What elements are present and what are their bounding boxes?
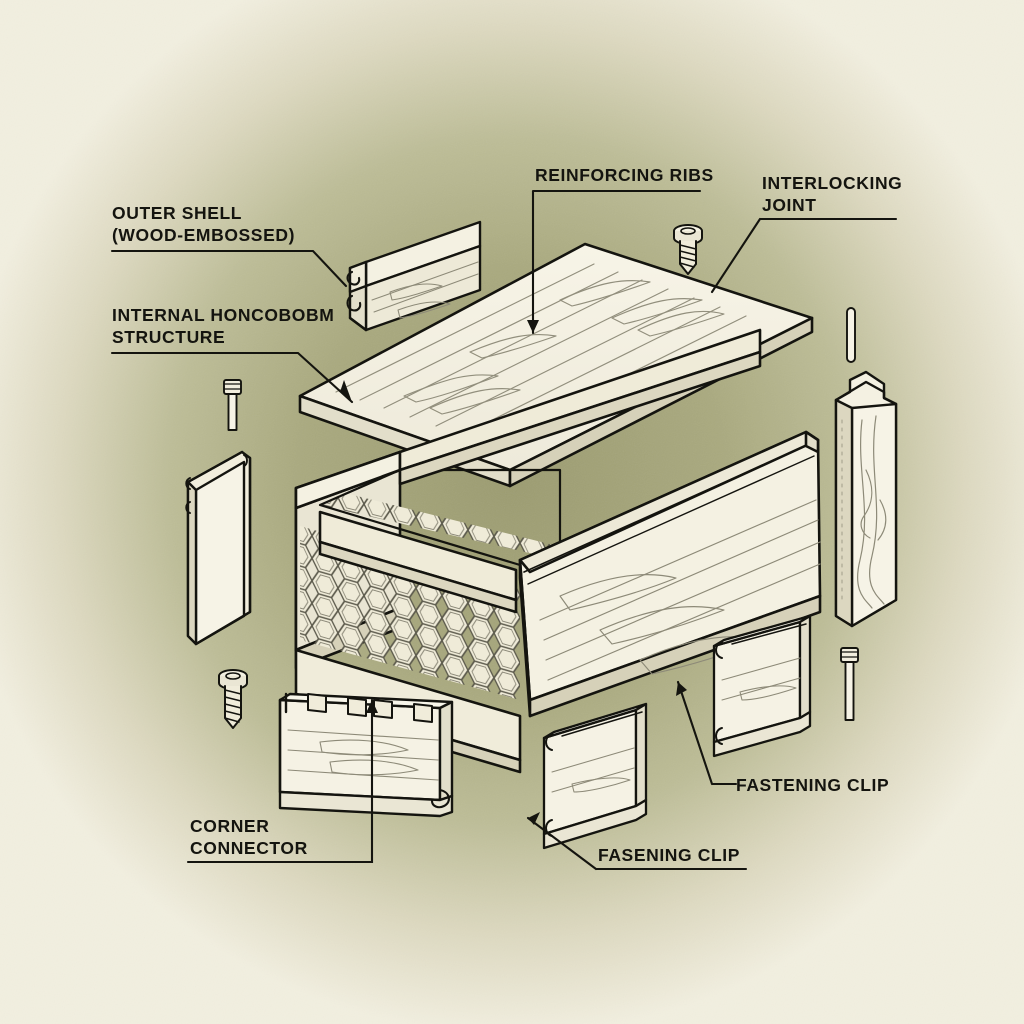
label-internal-honeycomb-line1: INTERNAL HONCOBOBM	[112, 305, 334, 325]
part-fastening-clip-lower	[542, 702, 648, 850]
leader-internal-honeycomb	[110, 351, 354, 404]
leader-reinforcing-ribs	[531, 189, 702, 335]
label-corner-connector-line1: CORNER	[190, 816, 269, 836]
part-box-body	[294, 328, 822, 774]
label-fasening-clip: FASENING CLIP	[598, 845, 740, 865]
label-fastening-clip: FASTENING CLIP	[736, 775, 889, 795]
part-rod-right	[846, 307, 856, 363]
leader-corner-connector	[186, 698, 374, 864]
leader-interlocking-joint	[710, 217, 898, 294]
part-pin-right	[840, 647, 859, 721]
leader-outer-shell	[110, 249, 348, 288]
part-fastening-clip-right	[712, 614, 812, 758]
part-screw-left	[218, 669, 248, 729]
label-interlocking-joint-line2: JOINT	[762, 195, 817, 215]
label-corner-connector-line2: CONNECTOR	[190, 838, 308, 858]
part-screw-top	[673, 224, 703, 275]
leader-fasening-clip	[526, 816, 748, 871]
label-reinforcing-ribs: REINFORCING RIBS	[535, 165, 714, 185]
leader-lines	[110, 189, 898, 871]
label-internal-honeycomb-line2: STRUCTURE	[112, 327, 225, 347]
part-pin-left	[223, 379, 242, 431]
part-upper-rail	[346, 220, 482, 332]
part-left-side-panel	[185, 450, 252, 646]
label-outer-shell-line1: OUTER SHELL	[112, 203, 242, 223]
label-outer-shell-line2: (WOOD-EMBOSSED)	[112, 225, 295, 245]
part-corner-connector	[278, 692, 454, 818]
leader-arrowheads	[340, 320, 687, 825]
label-interlocking-joint-line1: INTERLOCKING	[762, 173, 902, 193]
leader-fastening-clip	[676, 680, 738, 786]
part-right-side-panel	[834, 370, 898, 628]
